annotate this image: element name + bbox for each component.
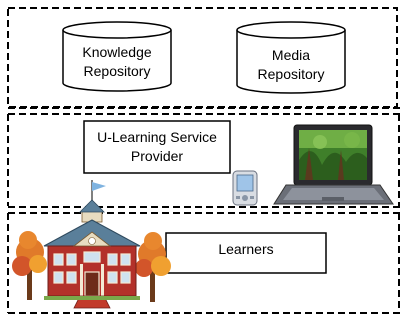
media-repository-label-line1: Media [271,47,311,63]
repository-layer-border [7,7,398,108]
learners-label: Learners [166,233,326,265]
service-provider-box [83,120,231,174]
media-repository-label: Media Repository [237,45,345,85]
service-provider-label: U-Learning Service Provider [84,123,230,171]
school-building-icon [12,180,171,309]
learners-box [165,232,327,274]
media-repository-label-line2: Repository [257,66,325,82]
pda-icon [232,170,258,206]
flag [92,182,106,191]
laptop-icon [273,124,394,205]
service-provider-label-line1: U-Learning Service [97,129,217,145]
layer-borders [7,7,400,314]
media-repository-cylinder [236,21,346,94]
knowledge-repository-label-line1: Knowledge [82,44,152,60]
left-tree [12,231,47,300]
knowledge-repository-label: Knowledge Repository [63,42,171,82]
knowledge-repository-cylinder [62,21,172,92]
service-provider-label-line2: Provider [130,148,184,164]
learners-label-text: Learners [218,240,274,257]
right-tree [135,232,171,302]
knowledge-repository-label-line2: Repository [83,63,151,79]
